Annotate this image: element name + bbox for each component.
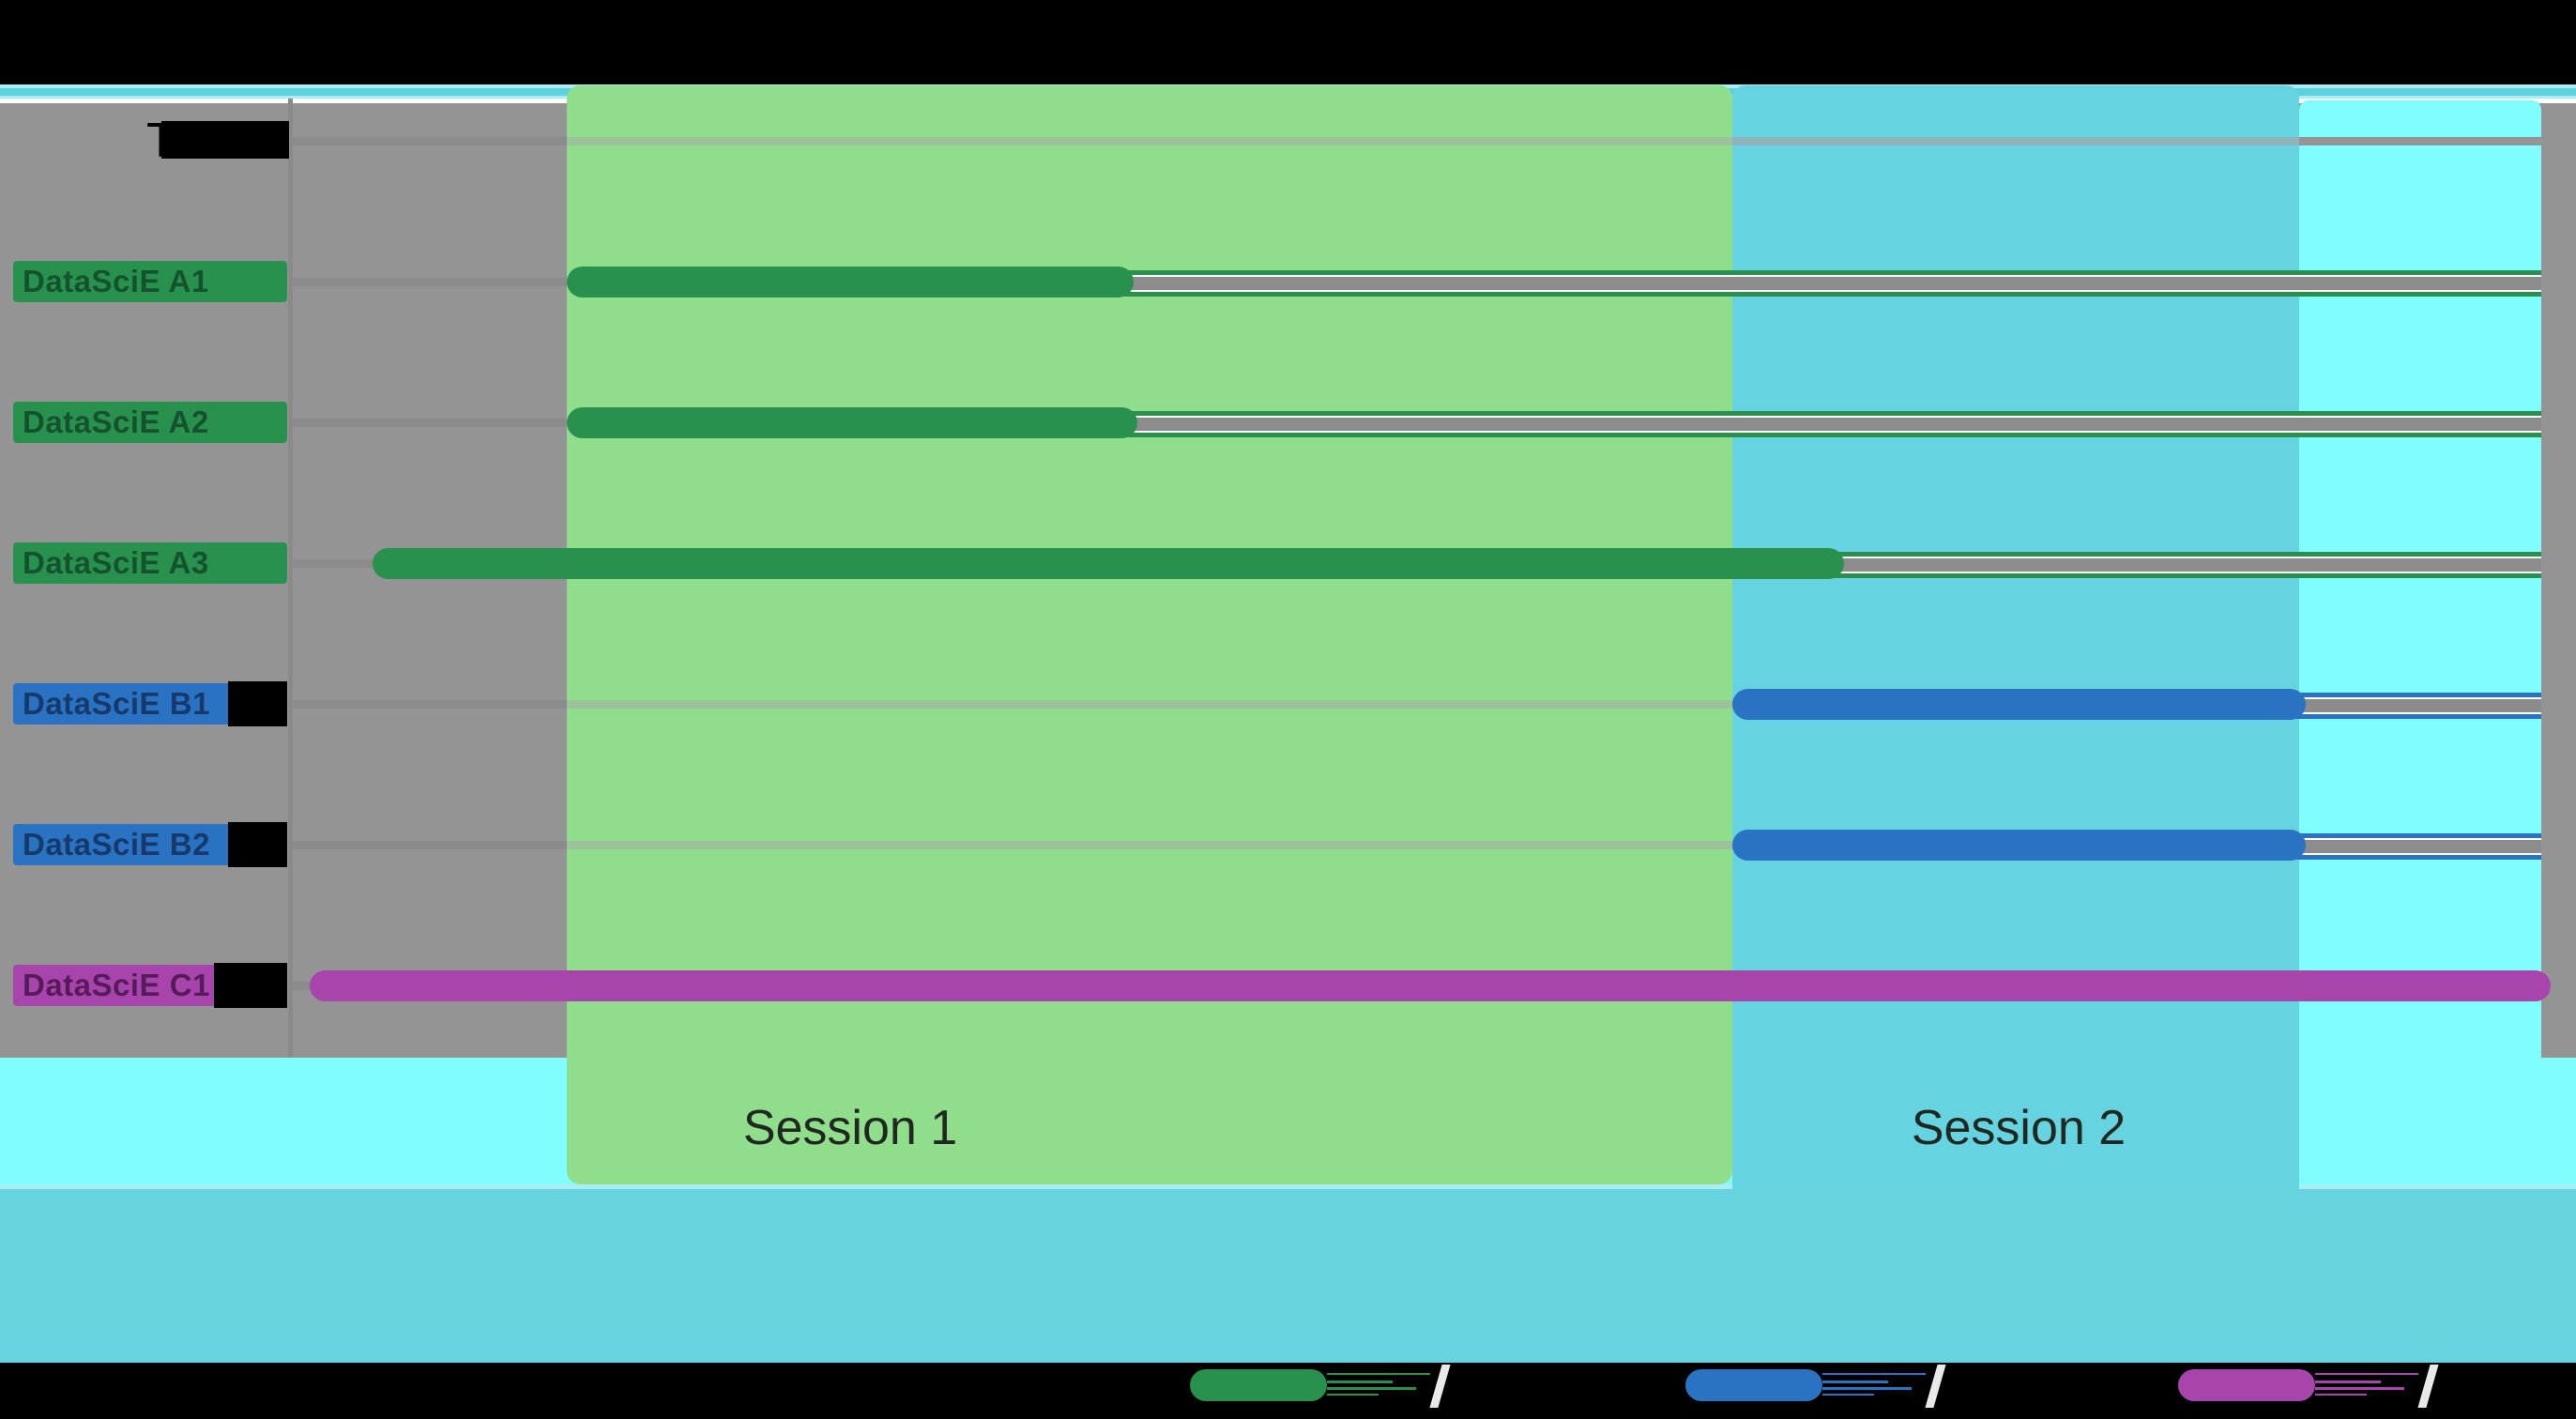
session-label: Session 2 [1911,1101,2126,1155]
tail-segment [1128,416,2541,418]
top-redaction-band [0,0,2576,84]
gantt-bar-B1 [1732,689,2306,720]
legend-swatch [2178,1369,2315,1401]
bottom-turquoise-strip [0,1189,2576,1363]
legend-label-redaction-streaks [1822,1369,1930,1401]
legend-item-2 [2178,1365,2450,1409]
row-label-C1: DataSciE C1 [13,963,287,1008]
bar-tail-line [1128,411,2541,437]
tail-segment [2296,712,2541,714]
tail-segment [1128,433,2541,437]
tail-segment [1835,573,2541,578]
bar-tail-line [1124,270,2541,297]
tail-segment [1128,431,2541,433]
tail-segment [2296,853,2541,855]
row-label-text: DataSciE C1 [23,968,210,1002]
row-label-text: DataSciE B1 [23,686,210,721]
tail-segment [2296,833,2541,838]
row-gridline [289,137,2541,145]
streak-line [1822,1373,1926,1375]
legend-item-0 [1190,1365,1462,1409]
bar-tail-line [2296,833,2541,860]
row-label-text: DataSciE B2 [23,827,210,862]
bar-tail-line [1835,552,2541,578]
label-redaction-box [228,681,287,726]
streak-line [1327,1381,1393,1383]
row-gridline [289,841,2541,849]
gantt-bar-A3 [373,548,1844,579]
row-gridline [289,700,2541,709]
tail-segment [2296,838,2541,840]
y-axis-line [288,99,293,1058]
gridline-core [1835,558,2541,572]
bottom-band [0,1363,2576,1419]
row-label-B1: DataSciE B1 [13,681,287,726]
streak-line [2315,1381,2381,1383]
label-redaction-box [228,822,287,867]
tail-segment [1124,275,2541,277]
session1-band [567,85,1732,1184]
strip-separator-line [0,1184,2576,1189]
session-label: Session 1 [742,1101,958,1155]
label-redaction-box [214,963,287,1008]
tail-segment [2296,693,2541,697]
row-label-text: DataSciE A1 [23,264,209,298]
tail-segment [1124,270,2541,275]
bar-tail-line [2296,693,2541,719]
right-cyan-band [2299,100,2541,1184]
tail-segment [2296,855,2541,860]
gantt-bar-B2 [1732,830,2306,861]
gridline-core [1124,277,2541,290]
gridline-core [2296,840,2541,853]
tail-segment [1128,411,2541,416]
legend-swatch [1190,1369,1327,1401]
legend-swatch [1685,1369,1822,1401]
tail-segment [1835,552,2541,557]
gantt-bar-A1 [567,267,1134,298]
streak-line [1327,1387,1416,1390]
row-label-text: DataSciE A2 [23,404,209,439]
tail-segment [1835,557,2541,558]
tail-segment [2296,714,2541,719]
legend-item-1 [1685,1365,1958,1409]
streak-line [1327,1394,1379,1396]
streak-line [2315,1373,2418,1375]
streak-line [1822,1381,1888,1383]
streak-line [2315,1387,2404,1390]
tail-segment [1835,572,2541,573]
gantt-bar-C1 [310,970,2551,1001]
streak-line [2315,1394,2367,1396]
streak-line [1822,1394,1874,1396]
gridline-core [2296,699,2541,712]
gantt-bar-A2 [567,407,1137,438]
row-label-A3: DataSciE A3 [13,542,287,584]
tail-segment [1124,292,2541,297]
row-label-A1: DataSciE A1 [13,261,287,302]
row-label-A2: DataSciE A2 [13,402,287,443]
session2-band [1732,85,2299,1189]
streak-line [1327,1373,1430,1375]
row-label-text: DataSciE A3 [23,545,209,580]
tail-segment [1124,290,2541,292]
tail-segment [2296,697,2541,699]
streak-line [1822,1387,1912,1390]
legend-label-redaction-streaks [1327,1369,1435,1401]
row-label-B2: DataSciE B2 [13,822,287,867]
legend-label-redaction-streaks [2315,1369,2423,1401]
gridline-core [1128,418,2541,431]
time-label-redaction-box [161,121,289,159]
